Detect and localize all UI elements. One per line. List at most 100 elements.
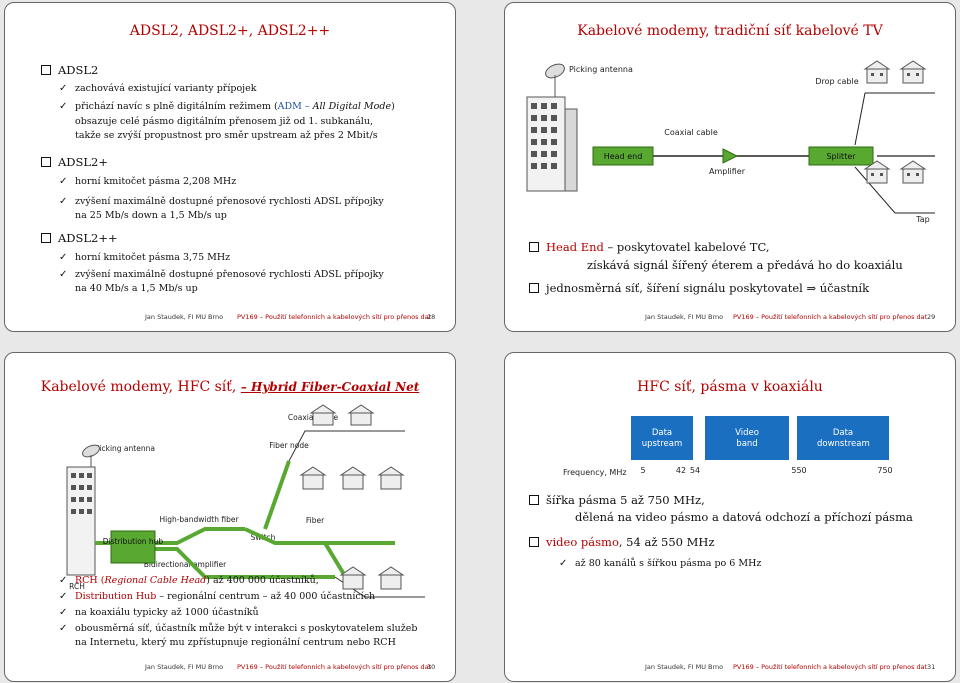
checkbox-bullet-icon [41,233,51,243]
label-tap: Tap [915,215,930,224]
label-amplifier: Amplifier [709,167,746,176]
sub-bullet-continued: na 25 Mb/s down a 1,5 Mb/s up [75,210,227,221]
label-fiber-node: Fiber node [269,441,309,450]
sub-bullet-continued: takže se zvýší propustnost pro směr upst… [75,130,378,141]
checkmark-icon: ✓ [59,607,68,618]
slide-title: Kabelové modemy, HFC síť, – Hybrid Fiber… [40,379,420,395]
sub-bullet: ✓zachovává existující varianty přípojek [59,83,257,94]
footer-author: Jan Staudek, FI MU Brno [645,663,724,671]
footer-course: PV169 – Použití telefonních a kabelových… [733,663,928,671]
splitter-box [808,146,874,166]
label-rch: RCH [69,582,85,591]
footer-course: PV169 – Použití telefonních a kabelových… [237,313,432,321]
bullet-bandwidth: šířka pásma 5 až 750 MHz, [529,493,705,507]
checkmark-icon: ✓ [59,623,68,634]
page-number: 31 [927,663,936,671]
band-video [705,416,789,460]
distribution-hub-box [110,530,156,564]
band-upstream [631,416,693,460]
page-number: 28 [427,313,436,321]
checkmark-icon: ✓ [59,252,68,263]
slide-footer: Jan Staudek, FI MU Brno PV169 – Použití … [5,313,455,323]
sub-bullet-continued: na Internetu, který mu zpřístupnuje regi… [75,637,396,648]
checkbox-bullet-icon [41,157,51,167]
label-frequency: Frequency, MHz [563,468,627,477]
sub-bullet-continued: na 40 Mb/s a 1,5 Mb/s up [75,283,198,294]
rch-building-icon [66,466,96,576]
bullet-adsl2plusplus: ADSL2++ [41,231,118,245]
tick-42: 42 [676,466,686,475]
sub-bullet: ✓Distribution Hub – regionální centrum –… [59,591,376,602]
cable-tv-diagram: Picking antenna Head end Amplifier Coaxi… [526,60,935,224]
label-fiber: Fiber [306,516,325,525]
bullet-continued: dělená na video pásmo a datová odchozí a… [575,510,913,524]
label-head-end: Head end [604,152,643,161]
sub-bullet: ✓přichází navíc s plně digitálním režime… [59,101,395,112]
tick-5: 5 [640,466,645,475]
sub-bullet: ✓zvýšení maximálně dostupné přenosové ry… [59,196,384,207]
slide-28: ADSL2, ADSL2+, ADSL2++ ADSL2 ✓zachovává … [4,2,456,332]
satellite-dish-icon [82,444,100,467]
label-band-upstream: Data upstream [641,428,683,449]
tick-550: 550 [791,466,806,475]
sub-bullet-continued: obsazuje celé pásmo digitálním přenosem … [75,116,373,127]
footer-course: PV169 – Použití telefonních a kabelových… [237,663,432,671]
slide-title: HFC síť, pásma v koaxiálu [637,379,823,395]
checkmark-icon: ✓ [59,591,68,602]
checkbox-bullet-icon [529,242,539,252]
checkmark-icon: ✓ [59,176,68,187]
slide-footer: Jan Staudek, FI MU Brno PV169 – Použití … [505,663,955,673]
house-icon [863,60,927,184]
sub-bullet: ✓zvýšení maximálně dostupné přenosové ry… [59,269,384,280]
hfc-diagram: Coaxial cable Picking antenna Fiber node… [66,404,425,598]
checkmark-icon: ✓ [59,575,68,586]
footer-course: PV169 – Použití telefonních a kabelových… [733,313,928,321]
label-splitter: Splitter [826,152,856,161]
checkmark-icon: ✓ [59,101,68,112]
headend-building-icon [526,96,578,192]
label-distribution-hub: Distribution hub [103,537,164,546]
sub-bullet: ✓až 80 kanálů s šířkou pásma po 6 MHz [559,558,762,569]
head-end-box [592,146,654,166]
slide-30: Kabelové modemy, HFC síť, – Hybrid Fiber… [4,352,456,682]
footer-author: Jan Staudek, FI MU Brno [145,313,224,321]
sub-bullet: ✓na koaxiálu typicky až 1000 účastníků [59,607,259,618]
label-bidirectional-amplifier: Bidirectional amplifier [144,560,227,569]
slide-footer: Jan Staudek, FI MU Brno PV169 – Použití … [5,663,455,673]
checkbox-bullet-icon [529,537,539,547]
checkbox-bullet-icon [529,283,539,293]
label-picking-antenna: Picking antenna [569,65,633,74]
sub-bullet: ✓obousměrná síť, účastník může být v int… [59,623,418,634]
bullet-continued: získává signál šířený éterem a předává h… [587,258,903,272]
checkbox-bullet-icon [41,65,51,75]
satellite-dish-icon [545,63,565,97]
slide-31: HFC síť, pásma v koaxiálu Data upstream … [504,352,956,682]
label-coaxial-cable: Coaxial cable [664,128,718,137]
house-icon [299,404,405,590]
slide-footer: Jan Staudek, FI MU Brno PV169 – Použití … [505,313,955,323]
bullet-video-band: video pásmo, 54 až 550 MHz [529,535,715,549]
label-band-downstream: Data downstream [817,428,870,449]
page-number: 30 [427,663,436,671]
amplifier-icon [722,148,739,164]
footer-author: Jan Staudek, FI MU Brno [645,313,724,321]
checkmark-icon: ✓ [59,196,68,207]
label-picking-antenna: Picking antenna [95,444,155,453]
bullet-adsl2plus: ADSL2+ [41,155,108,169]
frequency-band-diagram: Data upstream Video band Data downstream… [563,416,893,477]
slide-title: Kabelové modemy, tradiční síť kabelové T… [577,23,883,39]
sub-bullet: ✓horní kmitočet pásma 3,75 MHz [59,252,231,263]
slide-29: Kabelové modemy, tradiční síť kabelové T… [504,2,956,332]
tick-54: 54 [690,466,700,475]
tick-750: 750 [877,466,892,475]
page-number: 29 [927,313,936,321]
sub-bullet: ✓RCH (Regional Cable Head) až 400 000 úč… [59,575,319,586]
label-drop-cable: Drop cable [815,77,858,86]
checkbox-bullet-icon [529,495,539,505]
bullet-one-way: jednosměrná síť, šíření signálu poskytov… [529,281,869,295]
bullet-head-end: Head End – poskytovatel kabelové TC, [529,240,770,254]
arrow-right-icon: ⇒ [806,281,817,295]
slide-title: ADSL2, ADSL2+, ADSL2++ [129,23,331,39]
label-band-video: Video band [735,428,759,449]
band-downstream [797,416,889,460]
